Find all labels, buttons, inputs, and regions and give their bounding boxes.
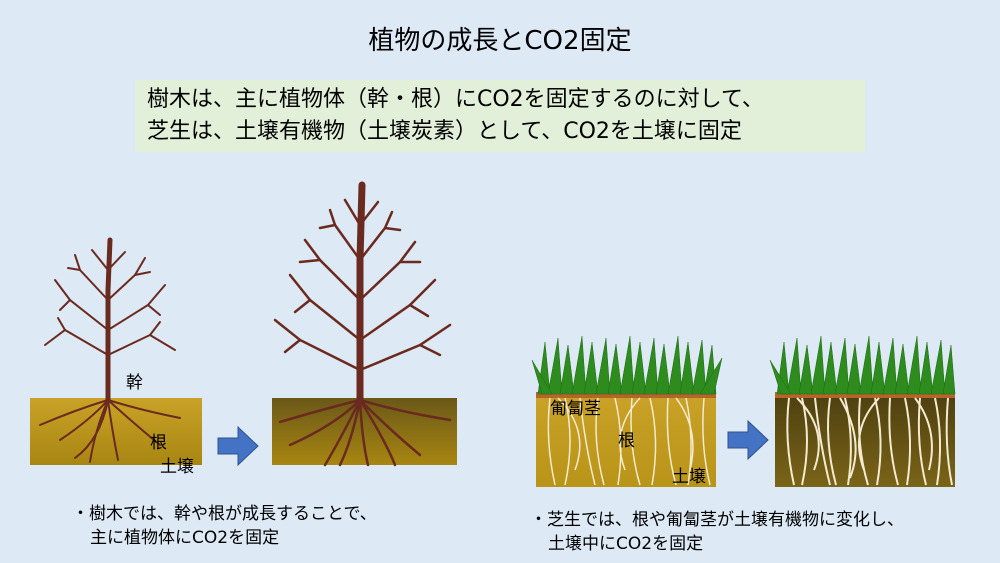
turf-caption: ・芝生では、根や匍匐茎が土壌有機物に変化し、 土壌中にCO2を固定 [530,508,904,556]
turf-soil-label: 土壌 [672,467,706,487]
grass-turf-1 [531,335,723,395]
tree-growth-arrow [217,425,259,467]
roots-turf-1 [547,397,711,486]
roots-turf-2 [786,397,953,486]
small-tree [39,237,181,463]
stolon-label: 匍匐茎 [550,399,601,419]
tree-root-label: 根 [150,433,167,453]
tree-caption: ・樹木では、幹や根が成長することで、 主に植物体にCO2を固定 [72,502,377,550]
summary-box: 樹木は、主に植物体（幹・根）にCO2を固定するのに対して、 芝生は、土壌有機物（… [135,80,865,152]
turf-panel-2 [769,335,956,487]
turf-growth-arrow [727,419,769,461]
turf-caption-line-2: 土壌中にCO2を固定 [548,534,704,554]
stolon-layer-turf-2 [775,392,955,398]
tree-soil-label: 土壌 [160,457,194,477]
turf-panel-1: 匍匐茎 根 土壌 [531,335,723,487]
soil-block-turf-1 [536,395,716,487]
grass-turf-2 [769,335,956,395]
turf-root-label: 根 [618,431,635,451]
tree-caption-line-2: 主に植物体にCO2を固定 [90,528,280,548]
stolon-layer-turf-1 [536,392,716,398]
turf-caption-line-1: ・芝生では、根や匍匐茎が土壌有機物に変化し、 [530,510,904,530]
summary-line-2: 芝生は、土壌有機物（土壌炭素）として、CO2を土壌に固定 [147,119,742,144]
tree-small-panel: 幹 根 土壌 [30,237,202,477]
tree-large-panel [272,181,457,467]
tree-caption-line-1: ・樹木では、幹や根が成長することで、 [72,504,377,524]
trunk-label: 幹 [126,372,143,393]
summary-line-1: 樹木は、主に植物体（幹・根）にCO2を固定するのに対して、 [147,87,764,112]
large-tree [273,181,452,467]
page-title: 植物の成長とCO2固定 [368,26,632,56]
